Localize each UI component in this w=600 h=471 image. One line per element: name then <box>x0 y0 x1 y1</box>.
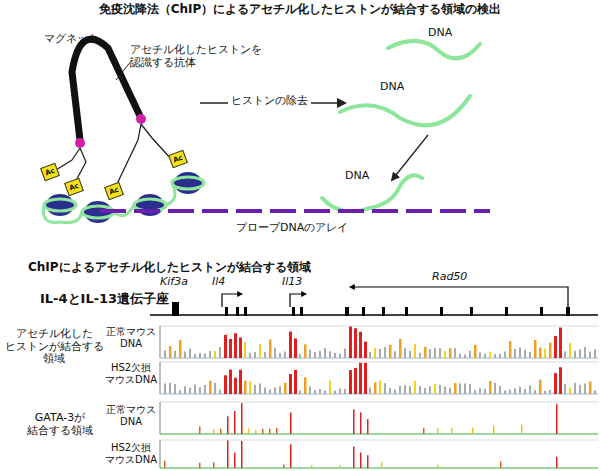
antibody <box>56 124 172 186</box>
locus-name: IL-4とIL-13遺伝子座 <box>40 292 169 307</box>
tag-text: Ac <box>108 186 119 196</box>
process-arrow <box>392 135 428 180</box>
row-label: HS2欠損 マウスDNA <box>104 442 158 465</box>
probe-array <box>100 209 490 213</box>
magnet <box>72 39 140 140</box>
nucleosome <box>43 172 204 223</box>
signal-tracks <box>160 326 598 468</box>
gene-name: Il4 <box>212 276 225 289</box>
row-heading: アセチル化した ヒストンが結合する 領域 <box>2 328 106 366</box>
part-label: DNA <box>380 81 404 94</box>
row-label: 正常マウス DNA <box>104 326 158 349</box>
tag-text: Ac <box>68 182 79 192</box>
part-label: DNA <box>428 27 452 40</box>
title: 免疫沈降法（ChIP）によるアセチル化したヒストンが結合する領域の検出 <box>0 3 600 17</box>
leader-line <box>116 60 132 80</box>
acetyl-tag: Ac <box>40 163 60 182</box>
acetyl-tag: Ac <box>168 150 188 169</box>
section-heading: ChIPによるアセチル化したヒストンが結合する領域 <box>28 261 311 275</box>
tag-text: Ac <box>44 167 55 177</box>
tag-text: Ac <box>172 154 183 164</box>
bead <box>75 138 85 148</box>
row-label: HS2欠損 マウスDNA <box>104 362 158 385</box>
dna-strand <box>322 41 480 211</box>
gene-name: Il13 <box>282 276 302 289</box>
part-label: プローブDNAのアレイ <box>236 222 348 235</box>
row-label: 正常マウス DNA <box>104 404 158 427</box>
part-label: アセチル化したヒストンを 認識する抗体 <box>130 44 270 69</box>
bead <box>136 114 146 124</box>
acetyl-tag: Ac <box>104 182 124 201</box>
row-heading: GATA-3が 結合する領域 <box>18 412 102 437</box>
gene-name: Rad50 <box>432 271 467 284</box>
part-label: DNA <box>345 170 369 183</box>
acetyl-tag: Ac <box>64 178 84 197</box>
gene-locus <box>150 287 598 316</box>
gene-name: Kif3a <box>160 276 188 289</box>
part-label: マグネット <box>44 33 99 46</box>
step-label: ヒストンの除去 <box>228 95 311 108</box>
